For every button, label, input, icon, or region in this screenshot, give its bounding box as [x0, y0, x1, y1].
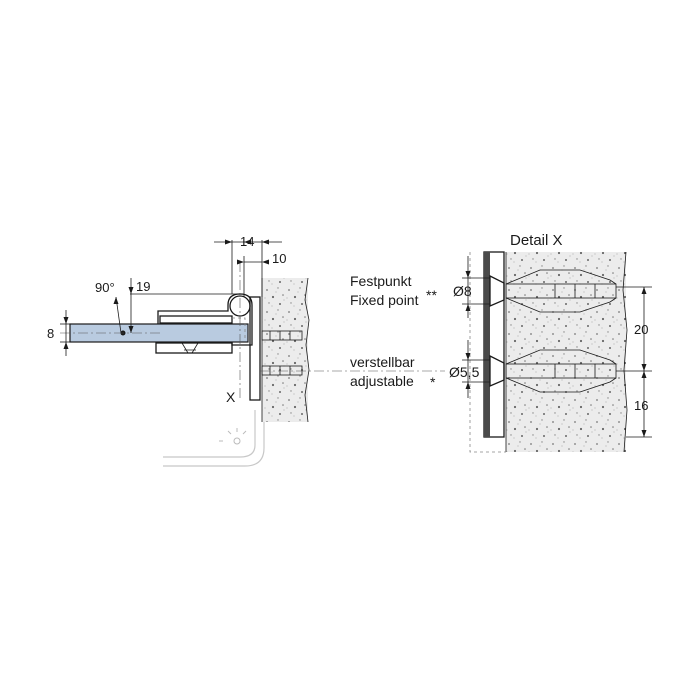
dim-10: 10	[272, 251, 286, 266]
dim16-arrow-top	[641, 371, 647, 378]
dim20-arrow-top	[641, 287, 647, 294]
dia55-arrow-top	[465, 353, 471, 360]
dia-5-5: Ø5,5	[449, 364, 480, 380]
dia8-arrow-bottom	[465, 304, 471, 311]
angle-arrow	[113, 297, 119, 304]
detail-x-view: Detail X	[449, 232, 652, 453]
dim-16: 16	[634, 398, 648, 413]
arrow-19b	[128, 326, 134, 333]
wall-plate	[249, 296, 261, 401]
dim-8: 8	[47, 326, 54, 341]
detail-wall	[506, 252, 626, 452]
shower-head-icon	[219, 428, 247, 445]
arrow-8-bottom	[63, 342, 69, 349]
dim-14: 14	[240, 234, 254, 249]
arrow-10-b	[262, 259, 269, 265]
dim-20: 20	[634, 322, 648, 337]
label-festpunkt: Festpunkt	[350, 273, 412, 289]
dim20-arrow-bottom	[641, 364, 647, 371]
detail-marker-x: X	[226, 389, 236, 405]
arrow-10	[262, 239, 269, 245]
arrow-8-top	[63, 317, 69, 324]
detail-frame	[469, 252, 506, 453]
dia55-arrow-bottom	[465, 382, 471, 389]
arrow-14-left	[225, 239, 232, 245]
label-fixed-point: Fixed point	[350, 292, 419, 308]
door-swing-outline	[163, 410, 256, 458]
angle-90: 90°	[95, 280, 115, 295]
detail-plate-face	[484, 252, 490, 437]
detail-anchor-upper	[489, 269, 617, 313]
label-adjustable: adjustable	[350, 373, 414, 389]
detail-title: Detail X	[510, 232, 563, 249]
hinge-body	[157, 293, 253, 346]
dia-8: Ø8	[453, 283, 472, 299]
hinge-inner	[232, 317, 246, 340]
wall-break-right	[304, 277, 310, 423]
clamp-screw	[181, 342, 199, 354]
dim-19: 19	[136, 279, 150, 294]
anchor-lower	[261, 365, 303, 376]
label-verstellbar: verstellbar	[350, 354, 415, 370]
annotation-labels: Festpunkt Fixed point ** verstellbar adj…	[350, 273, 437, 390]
clamp-plate-bottom	[155, 342, 233, 354]
wall-section	[262, 278, 308, 422]
door-swing-outline-2	[163, 422, 265, 467]
detail-wall-break	[622, 251, 628, 453]
dia8-arrow-top	[465, 271, 471, 278]
arrow-14-right	[244, 239, 251, 245]
left-view: 14 10 19 90° 8 X	[47, 234, 445, 467]
anchor-upper	[261, 330, 303, 341]
label-single-star: *	[430, 374, 436, 390]
dim16-arrow-bottom	[641, 430, 647, 437]
arrow-19	[128, 287, 134, 294]
arrow-10-a	[237, 259, 244, 265]
label-double-star: **	[426, 287, 437, 303]
clamp-plate-top	[159, 315, 233, 324]
